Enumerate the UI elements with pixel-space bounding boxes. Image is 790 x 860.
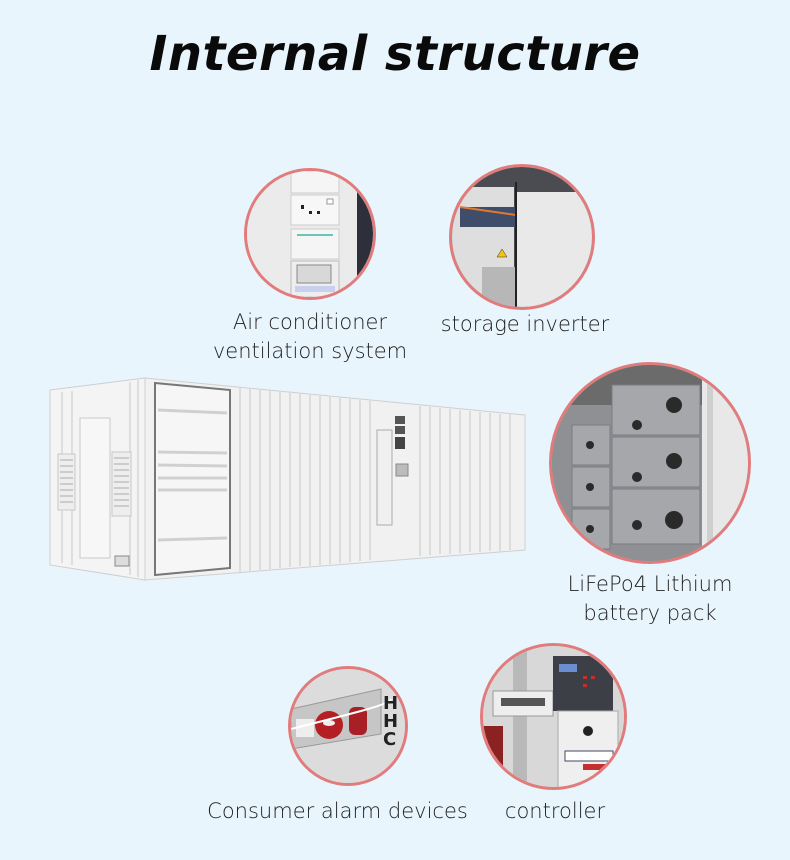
inverter-cabinet-icon bbox=[452, 167, 592, 307]
storage-inverter-caption: storage inverter bbox=[440, 312, 610, 336]
air-conditioner-caption-line2: ventilation system bbox=[212, 339, 408, 363]
container-illustration bbox=[40, 370, 540, 590]
socket-panel-icon bbox=[247, 171, 373, 297]
storage-inverter-photo bbox=[449, 164, 595, 310]
battery-pack-caption-line1: LiFePo4 Lithium bbox=[567, 572, 733, 596]
container-icon bbox=[49, 377, 526, 581]
battery-rack-icon bbox=[552, 365, 748, 561]
page-title: Internal structure bbox=[149, 26, 641, 82]
controller-caption: controller bbox=[504, 799, 606, 823]
svg-text:C: C bbox=[383, 729, 396, 750]
battery-pack-photo bbox=[549, 362, 751, 564]
air-conditioner-photo bbox=[244, 168, 376, 300]
air-conditioner-caption-line1: Air conditioner bbox=[232, 310, 388, 334]
alarm-devices-photo: H H C bbox=[288, 666, 408, 786]
svg-text:H: H bbox=[383, 693, 398, 714]
svg-text:H: H bbox=[383, 711, 398, 732]
fire-alarm-icon: H H C bbox=[291, 669, 405, 783]
alarm-devices-caption: Consumer alarm devices bbox=[207, 799, 468, 823]
battery-pack-caption-line2: battery pack bbox=[583, 601, 717, 625]
controller-photo bbox=[480, 643, 627, 790]
air-conditioner-caption: Air conditioner ventilation system bbox=[190, 308, 430, 366]
fire-suppression-controller-icon bbox=[483, 646, 624, 787]
battery-pack-caption: LiFePo4 Lithium battery pack bbox=[530, 570, 770, 628]
